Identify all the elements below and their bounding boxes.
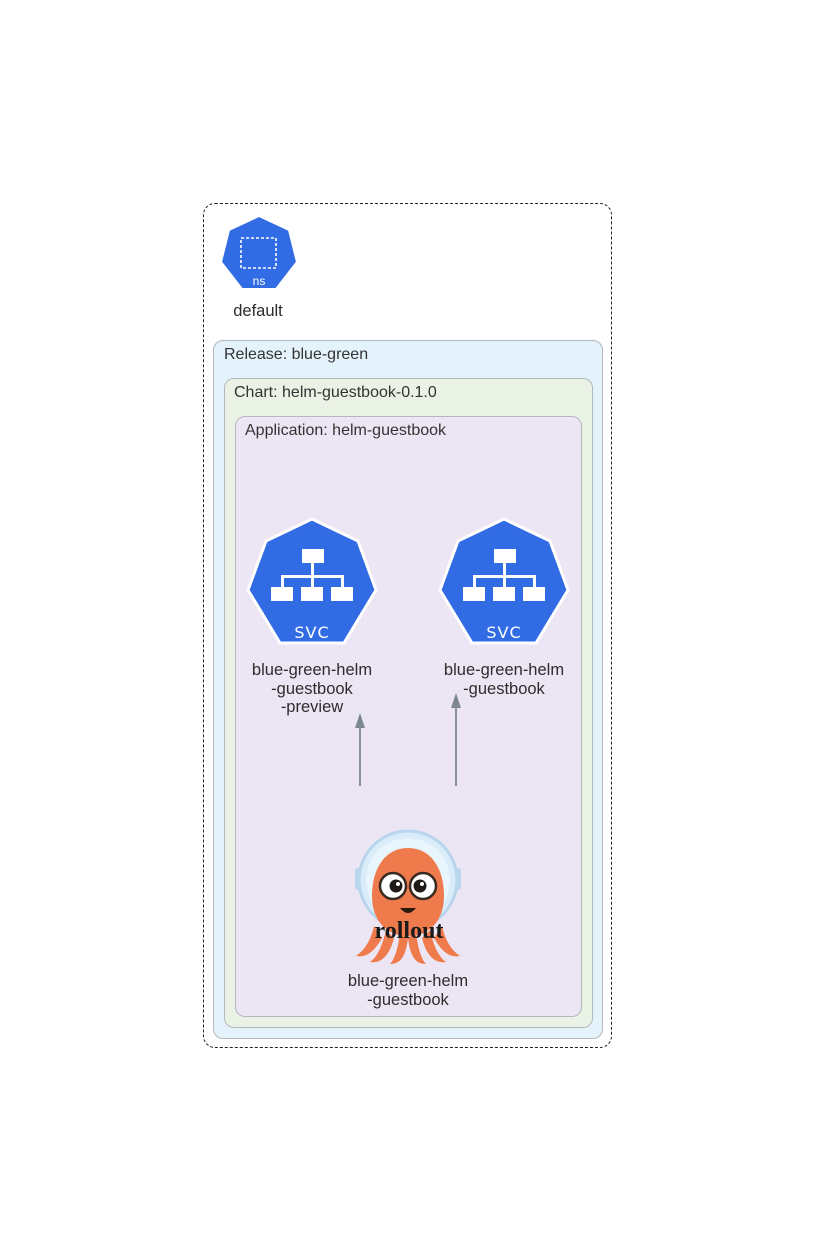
rollout-icon: rollout (355, 829, 461, 964)
edge-rollout-to-main (451, 693, 461, 786)
release-cluster-label: Release: blue-green (224, 346, 369, 363)
namespace-icon: ns (219, 214, 299, 290)
service-icon-preview-label: SVC (294, 623, 329, 642)
service-icon-main: SVC (438, 517, 570, 645)
namespace-cluster (203, 203, 612, 1048)
rollout-name: blue-green-helm -guestbook (347, 972, 469, 1009)
service-name-preview: blue-green-helm -guestbook -preview (251, 661, 373, 716)
namespace-icon-label: ns (253, 274, 266, 288)
application-cluster-label: Application: helm-guestbook (245, 422, 447, 439)
edge-rollout-to-preview (355, 713, 365, 786)
chart-cluster-label: Chart: helm-guestbook-0.1.0 (234, 384, 437, 401)
service-icon-main-label: SVC (486, 623, 521, 642)
rollout-icon-label: rollout (375, 918, 444, 944)
service-name-main: blue-green-helm -guestbook (443, 661, 565, 698)
application-cluster: Application: helm-guestbook (235, 416, 582, 1017)
namespace-name: default (233, 302, 283, 320)
service-icon-preview: SVC (246, 517, 378, 645)
